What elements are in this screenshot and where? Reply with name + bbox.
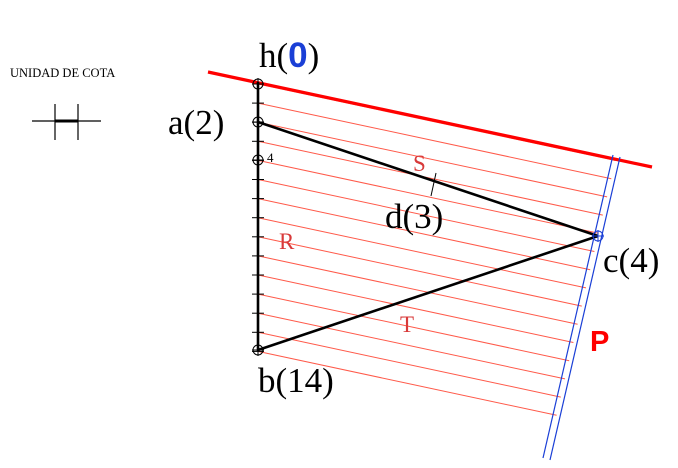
point-a-marker	[252, 116, 264, 128]
d-leader	[430, 172, 437, 197]
label-c: c(4)	[603, 241, 659, 280]
contour-line	[257, 217, 587, 289]
contour-line	[257, 293, 570, 362]
contour-hatch-lines	[257, 83, 616, 416]
contour-line	[257, 236, 582, 307]
label-h: h(0)	[259, 36, 319, 75]
contour-line	[257, 121, 608, 198]
face-label-s: S	[413, 151, 426, 176]
point-b-marker	[252, 344, 264, 356]
label-tick-4: 4	[267, 150, 274, 165]
contour-line	[257, 255, 578, 325]
contour-line	[257, 331, 561, 398]
point-h-marker	[252, 78, 264, 90]
contour-line	[257, 350, 557, 416]
label-b: b(14)	[258, 361, 334, 400]
contour-line	[257, 159, 599, 234]
label-h-value: 0	[288, 36, 307, 75]
contour-line	[257, 140, 603, 216]
label-a: a(2)	[168, 103, 224, 142]
face-label-t: T	[400, 312, 414, 337]
contour-line	[257, 312, 566, 380]
unit-legend: UNIDAD DE COTA	[10, 66, 115, 140]
unit-symbol-icon	[32, 104, 101, 140]
contour-line	[257, 179, 595, 252]
edge-bc	[257, 234, 599, 352]
point-4-marker	[252, 154, 264, 166]
label-d: d(3)	[385, 197, 443, 236]
face-label-r: R	[279, 229, 295, 254]
point-c-marker	[592, 230, 604, 242]
edge-ac	[257, 120, 599, 238]
plane-p-trace	[542, 154, 621, 461]
point-markers	[252, 78, 604, 356]
red-trace-line	[207, 70, 653, 169]
unit-legend-title: UNIDAD DE COTA	[10, 66, 115, 80]
plane-label-p: P	[590, 326, 609, 358]
contour-line	[257, 102, 612, 180]
contour-line	[257, 274, 574, 343]
